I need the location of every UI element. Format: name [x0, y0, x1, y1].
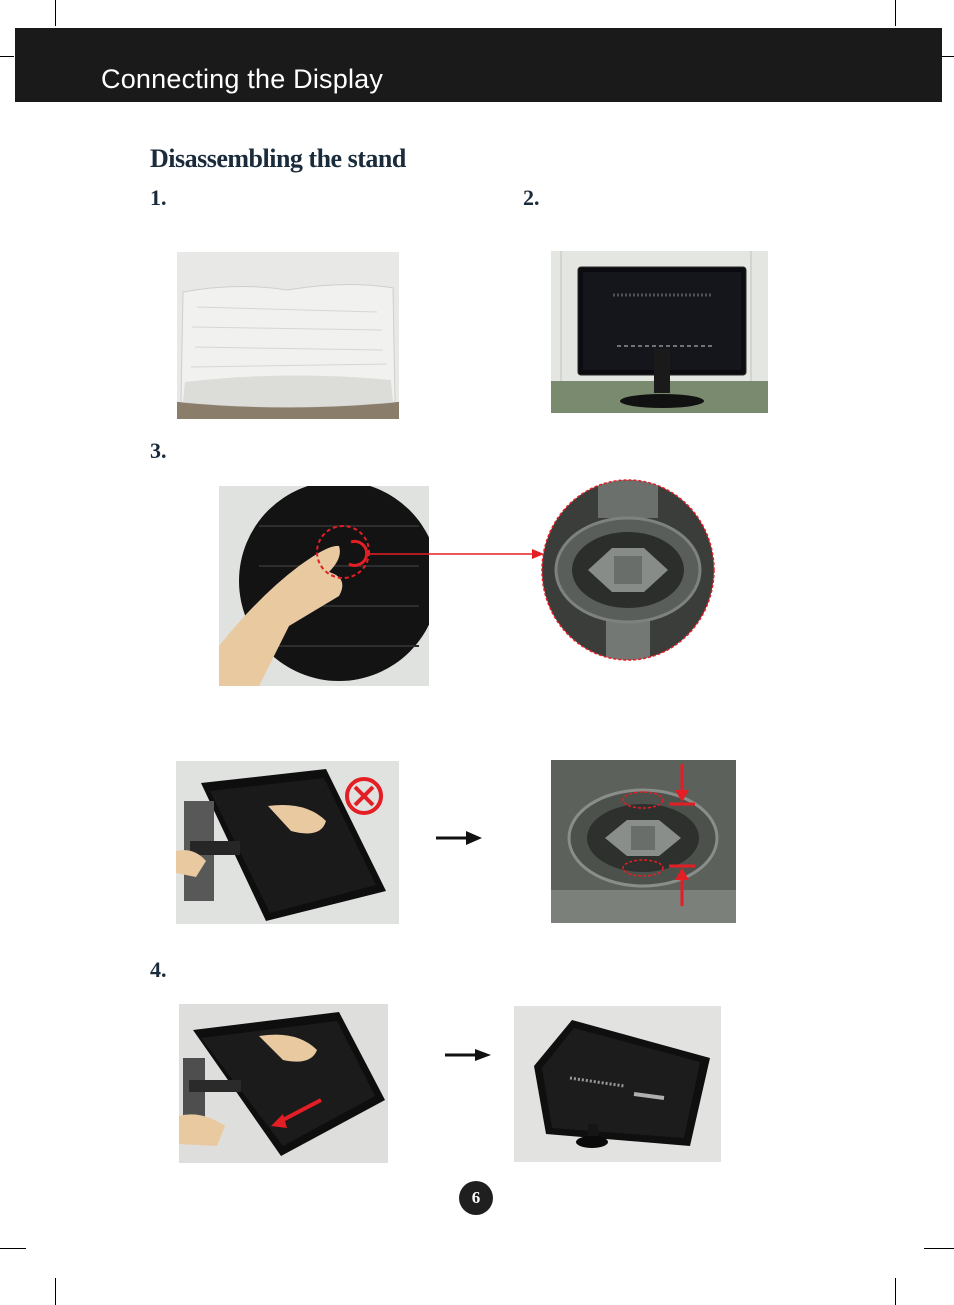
crop-mark [55, 1278, 56, 1305]
right-arrow-icon [445, 1048, 491, 1062]
right-arrow-icon [436, 829, 482, 847]
crop-mark [940, 56, 954, 57]
step-number-3: 3. [150, 438, 167, 463]
crop-mark [55, 0, 56, 26]
page-header-title: Connecting the Display [101, 64, 384, 94]
photo-pull-stand-out [179, 1004, 388, 1163]
section-title: Disassembling the stand [150, 144, 406, 173]
photo-covered-monitor [177, 252, 399, 419]
crop-mark [924, 1248, 954, 1249]
step-number-2: 2. [523, 185, 540, 210]
crop-mark [0, 1248, 26, 1249]
step-number-4: 4. [150, 957, 167, 982]
photo-wrong-hand-position [176, 761, 399, 924]
page-number: 6 [459, 1181, 493, 1215]
prohibited-icon [344, 776, 384, 816]
photo-stand-removed [514, 1006, 721, 1162]
red-arrow-icon [368, 546, 544, 562]
crop-mark [0, 56, 14, 57]
step-number-1: 1. [150, 185, 167, 210]
header-bar [15, 28, 942, 102]
photo-zoomed-stand-hinge [540, 478, 716, 662]
crop-mark [895, 0, 896, 26]
photo-monitor-on-stand [551, 251, 768, 413]
crop-mark [895, 1278, 896, 1305]
photo-hinge-push-points [551, 760, 736, 923]
photo-press-stand-base [219, 486, 429, 686]
